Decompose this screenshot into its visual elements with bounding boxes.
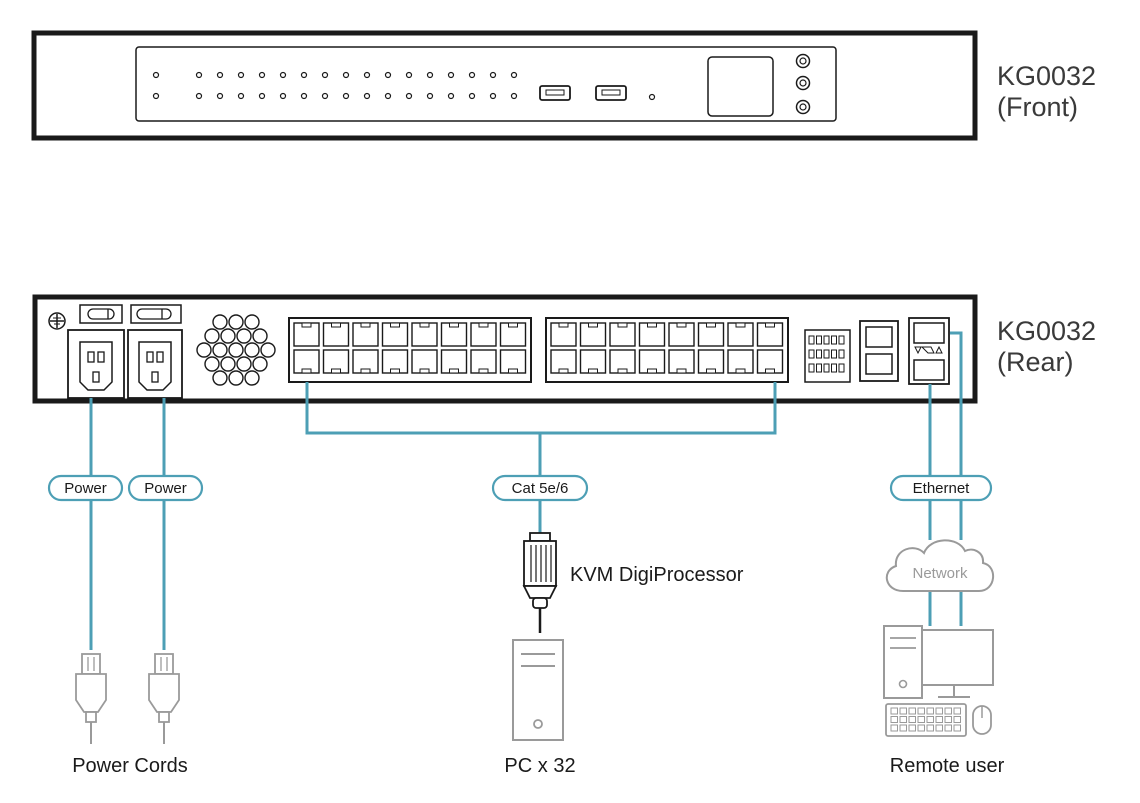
front-buttons: [795, 53, 811, 115]
rear-side-label: (Rear): [997, 347, 1074, 377]
rear-model-label: KG0032: [997, 316, 1096, 346]
kvm-digiprocessor-icon: [522, 532, 558, 633]
lan-ports: [908, 317, 950, 385]
svg-text:Power: Power: [144, 480, 187, 497]
remote-user-label: Remote user: [890, 755, 1005, 777]
power-inlet-2: [127, 329, 183, 399]
svg-text:Cat 5e/6: Cat 5e/6: [512, 480, 569, 497]
cat-cable-label: Cat 5e/6: [491, 474, 589, 502]
pc-count-label: PC x 32: [504, 755, 575, 777]
fan-vent-grill: [196, 314, 276, 386]
terminal-block: [804, 329, 851, 383]
power-plug-icon-1: [75, 653, 107, 744]
mouse-icon: [972, 705, 992, 735]
front-port-leds: [152, 71, 518, 100]
pc-tower-icon: [512, 639, 564, 741]
ethernet-cable-label: Ethernet: [889, 474, 993, 502]
remote-user-computer-icon: [883, 625, 994, 699]
power-cable-label-1: Power: [47, 474, 124, 502]
power-inlet-1: [67, 329, 125, 399]
power-cords-label: Power Cords: [72, 755, 188, 777]
rear-panel: [32, 294, 978, 404]
power-plug-icon-2: [148, 653, 180, 744]
power-switch-1: [79, 304, 123, 324]
power-cable-label-2: Power: [127, 474, 204, 502]
network-cloud-label: Network: [912, 565, 968, 582]
cat-cable-bus: [305, 382, 777, 533]
keyboard-icon: [885, 703, 967, 737]
svg-text:Power: Power: [64, 480, 107, 497]
kvm-digiprocessor-label: KVM DigiProcessor: [570, 564, 744, 586]
front-model-label: KG0032: [997, 61, 1096, 91]
front-panel: [31, 30, 978, 141]
ground-icon: [48, 312, 66, 330]
kvm-rj45-ports: [293, 322, 784, 374]
power-switch-2: [130, 304, 182, 324]
network-cloud-icon: Network: [885, 539, 994, 592]
lcd-display: [707, 56, 774, 117]
svg-text:Ethernet: Ethernet: [913, 480, 971, 497]
serial-ports: [859, 320, 899, 382]
ethernet-cable: [928, 331, 963, 626]
front-side-label: (Front): [997, 92, 1078, 122]
